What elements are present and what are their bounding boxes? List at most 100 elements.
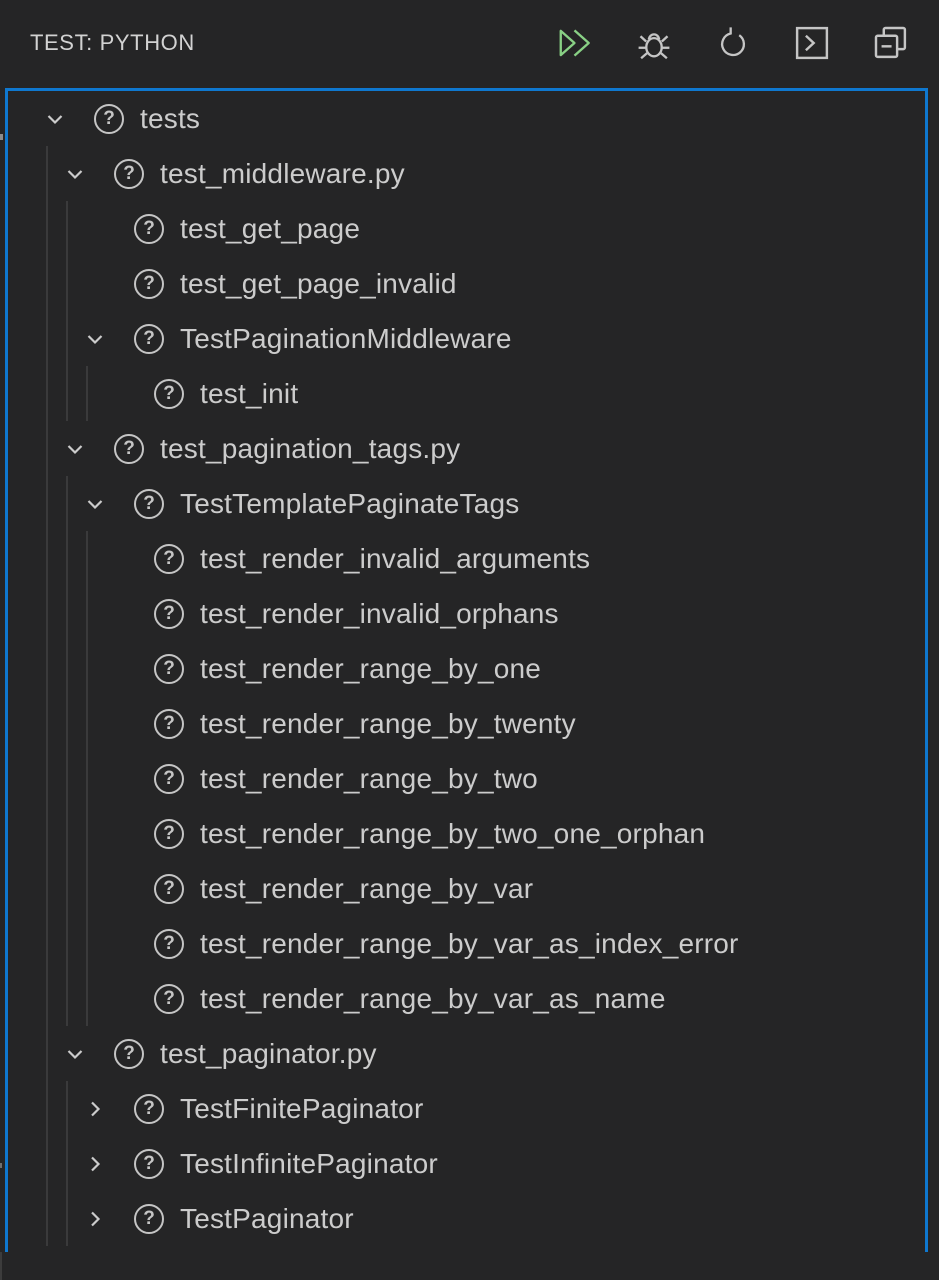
tree-item-label: test_pagination_tags.py	[160, 432, 461, 464]
twisty-spacer	[82, 271, 108, 297]
indent-guide	[66, 861, 68, 916]
tree-item[interactable]: ?TestPaginationMiddleware	[8, 311, 931, 366]
chevron-down-icon[interactable]	[82, 326, 108, 352]
tree-item[interactable]: ?test_render_range_by_var_as_index_error	[8, 916, 931, 971]
tree-item-label: test_render_range_by_var	[200, 872, 534, 904]
question-icon: ?	[154, 598, 184, 629]
question-icon: ?	[114, 158, 144, 189]
question-icon: ?	[154, 928, 184, 959]
indent-guide	[66, 641, 68, 696]
indent-guide	[46, 1191, 48, 1246]
tree-item-label: test_middleware.py	[160, 157, 405, 189]
indent-guide	[86, 916, 88, 971]
tree-item[interactable]: ? test_init	[8, 366, 931, 421]
indent-guide	[46, 256, 48, 311]
tree-item[interactable]: ? test_pagination_tags.py	[8, 421, 931, 476]
tree-item[interactable]: ?test_render_range_by_twenty	[8, 696, 931, 751]
tree-item-label: TestTemplatePaginateTags	[180, 487, 520, 519]
indent-guide	[66, 256, 68, 311]
tree-item[interactable]: ?test_render_range_by_one	[8, 641, 931, 696]
tree-item-label: tests	[140, 102, 201, 134]
tree-item[interactable]: ? TestInfinitePaginator	[8, 1136, 931, 1191]
test-tree: ?tests?test_middleware.py?test_get_page?…	[8, 91, 931, 1246]
indent-guide	[86, 806, 88, 861]
indent-guide	[46, 201, 48, 256]
question-icon: ?	[154, 873, 184, 904]
question-icon: ?	[154, 543, 184, 574]
tree-item[interactable]: ? tests	[8, 91, 931, 146]
tree-item-label: test_get_page	[180, 212, 361, 244]
question-icon: ?	[134, 323, 164, 354]
tree-item[interactable]: ? test_middleware.py	[8, 146, 931, 201]
tree-item[interactable]: ? TestTemplatePaginateTags	[8, 476, 931, 531]
tree-item[interactable]: ? test_render_range_by_two_one_orphan	[8, 806, 931, 861]
question-icon: ?	[114, 1038, 144, 1069]
question-icon: ?	[154, 818, 184, 849]
question-icon: ?	[94, 103, 124, 134]
tree-item[interactable]: ?test_get_page_invalid	[8, 256, 931, 311]
tree-item[interactable]: ?test_render_range_by_var_as_name	[8, 971, 931, 1026]
panel-header: TEST: PYTHON	[0, 0, 939, 85]
indent-guide	[46, 531, 48, 586]
twisty-spacer	[102, 546, 128, 572]
chevron-down-icon[interactable]	[82, 491, 108, 517]
tree-item-label: TestPaginator	[180, 1202, 354, 1234]
indent-guide	[46, 311, 48, 366]
indent-guide	[66, 201, 68, 256]
indent-guide	[66, 696, 68, 751]
question-icon: ?	[114, 433, 144, 464]
tree-item[interactable]: ?TestFinitePaginator	[8, 1081, 931, 1136]
tree-item-label: test_render_range_by_two_one_orphan	[200, 817, 706, 849]
chevron-down-icon[interactable]	[42, 106, 68, 132]
chevron-right-icon[interactable]	[82, 1151, 108, 1177]
indent-guide	[66, 1081, 68, 1136]
tree-item[interactable]: ? test_render_range_by_var	[8, 861, 931, 916]
indent-guide	[66, 311, 68, 366]
indent-guide	[66, 366, 68, 421]
tree-item[interactable]: ?test_render_range_by_two	[8, 751, 931, 806]
twisty-spacer	[102, 656, 128, 682]
chevron-right-icon[interactable]	[82, 1206, 108, 1232]
chevron-right-icon[interactable]	[82, 1096, 108, 1122]
terminal-icon	[792, 23, 832, 63]
question-icon: ?	[134, 1093, 164, 1124]
indent-guide	[66, 1191, 68, 1246]
indent-guide	[46, 916, 48, 971]
tree-item[interactable]: ?test_render_invalid_arguments	[8, 531, 931, 586]
run-all-button[interactable]	[551, 19, 599, 67]
chevron-down-icon[interactable]	[62, 436, 88, 462]
tree-item[interactable]: ?TestPaginator	[8, 1191, 931, 1246]
tree-item-label: test_paginator.py	[160, 1037, 377, 1069]
indent-guide	[46, 971, 48, 1026]
indent-guide	[46, 861, 48, 916]
question-icon: ?	[134, 1148, 164, 1179]
question-icon: ?	[154, 708, 184, 739]
tree-item-label: test_render_range_by_two	[200, 762, 538, 794]
indent-guide	[86, 696, 88, 751]
collapse-all-button[interactable]	[867, 19, 915, 67]
header-actions	[551, 0, 915, 85]
chevron-down-icon[interactable]	[62, 1041, 88, 1067]
refresh-button[interactable]	[709, 19, 757, 67]
tree-item[interactable]: ? test_paginator.py	[8, 1026, 931, 1081]
twisty-spacer	[102, 381, 128, 407]
debug-button[interactable]	[630, 19, 678, 67]
panel-title: TEST: PYTHON	[30, 29, 195, 55]
chevron-down-icon[interactable]	[62, 161, 88, 187]
tree-item[interactable]: ?test_render_invalid_orphans	[8, 586, 931, 641]
tree-item-label: TestInfinitePaginator	[180, 1147, 438, 1179]
sash-notch	[0, 1163, 2, 1168]
tree-item-label: test_render_range_by_var_as_name	[200, 982, 666, 1014]
terminal-button[interactable]	[788, 19, 836, 67]
indent-guide	[46, 696, 48, 751]
tree-item-label: test_init	[200, 377, 299, 409]
question-icon: ?	[154, 378, 184, 409]
indent-guide	[86, 531, 88, 586]
twisty-spacer	[102, 711, 128, 737]
tree-item[interactable]: ?test_get_page	[8, 201, 931, 256]
tree-item-label: test_render_range_by_one	[200, 652, 542, 684]
indent-guide	[46, 1081, 48, 1136]
indent-guide	[86, 861, 88, 916]
question-icon: ?	[134, 488, 164, 519]
